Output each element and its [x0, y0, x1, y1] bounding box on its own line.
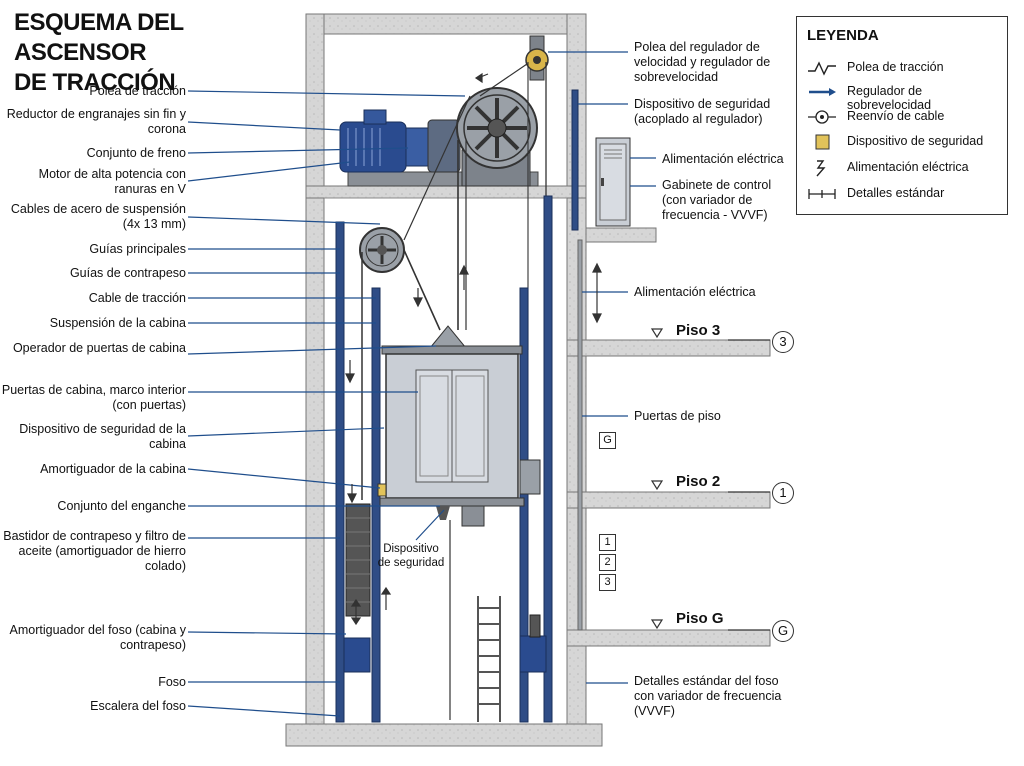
control-cabinet [595, 137, 631, 227]
legend-item-cable-deflector: Reenvío de cable [797, 106, 1009, 128]
direction-arrows [345, 72, 602, 626]
pit-wall-right [566, 645, 587, 725]
diagram-title: ESQUEMA DEL ASCENSOR DE TRACCIÓN [14, 8, 314, 98]
legend-label: Alimentación eléctrica [847, 160, 969, 174]
label-cabin-suspension: Suspensión de la cabina [49, 316, 186, 330]
lightning-icon [816, 160, 826, 177]
shaft-structure [285, 13, 771, 747]
label-door-operator: Operador de puertas de cabina [12, 341, 186, 355]
blue-arrow-icon [809, 88, 836, 96]
label-motor: Motor de alta potencia con ranuras en V [38, 167, 186, 196]
label-pit-details: Detalles estándar del foso con variador … [634, 674, 782, 718]
label-governor-sheave: Polea del regulador de velocidad y regul… [634, 40, 771, 84]
legend-label: Reenvío de cable [847, 109, 945, 123]
floor-2-slab [566, 491, 771, 509]
floor-g-label: Piso G [676, 610, 724, 627]
floor-2-badge: 1 [772, 482, 794, 504]
control-room-slab [585, 227, 657, 243]
legend-item-standard-details: Detalles estándar [797, 183, 1009, 205]
label-pit-ladder: Escalera del foso [90, 699, 186, 713]
legend-label: Detalles estándar [847, 186, 945, 200]
label-landing-doors: Puertas de piso [634, 409, 721, 423]
floor-2-label: Piso 2 [676, 473, 721, 490]
floor-indicator-2: 2 [599, 554, 616, 571]
label-control-cabinet: Gabinete de control (con variador de fre… [662, 178, 772, 222]
counterweight-rail-right [543, 195, 553, 723]
label-cabin-buffer: Amortiguador de la cabina [40, 462, 186, 476]
label-hitch-assembly: Conjunto del enganche [57, 499, 186, 513]
deflector-sheave-group [359, 95, 471, 500]
floor-g-slab [566, 629, 771, 647]
machine-group [339, 35, 549, 720]
legend-item-safety-device: Dispositivo de seguridad [797, 131, 1009, 153]
leader-lines-left [187, 90, 466, 717]
label-pit: Foso [158, 675, 186, 689]
pit-floor [285, 723, 603, 747]
label-power-supply-1: Alimentación eléctrica [662, 152, 784, 166]
floor-g-badge: G [772, 620, 794, 642]
label-power-supply-2: Alimentación eléctrica [634, 285, 756, 299]
shaft-top-slab [305, 13, 587, 35]
legend-label: Regulador de sobrevelocidad [847, 84, 932, 112]
label-brake-assembly: Conjunto de freno [86, 146, 186, 160]
title-line-1: ESQUEMA DEL ASCENSOR [14, 9, 184, 66]
zigzag-line-icon [808, 61, 836, 76]
floor-3-badge: 3 [772, 331, 794, 353]
floor-3-slab [566, 339, 771, 357]
car-rail-left [371, 287, 381, 723]
label-cabin-safety: Dispositivo de seguridad de la cabina [19, 422, 186, 451]
legend-item-power-supply: Alimentación eléctrica [797, 157, 1009, 179]
label-worm-gear-reducer: Reductor de engranajes sin fin y corona [6, 107, 186, 136]
title-line-2: DE TRACCIÓN [14, 69, 176, 96]
label-traction-sheave: Polea de tracción [89, 84, 186, 98]
label-counterweight-guides: Guías de contrapeso [69, 266, 186, 280]
label-pit-buffer: Amortiguador del foso (cabina y contrape… [9, 623, 186, 652]
floor-markers [650, 328, 770, 631]
label-suspension-cables: Cables de acero de suspensión (4x 13 mm) [10, 202, 186, 231]
label-counterweight-frame: Bastidor de contrapeso y filtro de aceit… [3, 529, 186, 573]
motor-body [339, 121, 407, 173]
label-main-guides: Guías principales [89, 242, 186, 256]
counterweight-rail-left [335, 221, 345, 723]
shaft-left-wall [305, 13, 325, 725]
elevator-cabin [377, 325, 541, 720]
brake-assembly [405, 127, 429, 167]
pit-ladder [477, 596, 501, 722]
dimension-line-icon [808, 189, 836, 199]
governor-rail [571, 89, 579, 231]
motor-terminal-box [363, 109, 387, 125]
legend-item-traction-sheave: Polea de tracción [797, 57, 1009, 79]
legend-label: Dispositivo de seguridad [847, 134, 984, 148]
floor-3-label: Piso 3 [676, 322, 721, 339]
yellow-square-icon [815, 134, 830, 150]
cabin-safety-device [519, 459, 541, 495]
leader-lines-right [415, 51, 656, 684]
floor-indicator-1: 1 [599, 534, 616, 551]
floor-indicator-g: G [599, 432, 616, 449]
label-governor-safety: Dispositivo de seguridad (acoplado al re… [634, 97, 771, 126]
gear-reducer [427, 119, 461, 173]
label-cabin-doors: Puertas de cabina, marco interior (con p… [1, 383, 186, 412]
counterweight-frame [343, 503, 547, 673]
legend-title: LEYENDA [807, 27, 879, 44]
legend-label: Polea de tracción [847, 60, 944, 74]
legend-item-overspeed-governor: Regulador de sobrevelocidad [797, 81, 1009, 112]
legend-box: LEYENDA Polea de tracción Regulador de s… [796, 16, 1008, 215]
label-center-safety-device: Dispositivo de seguridad [377, 543, 445, 569]
label-traction-cable: Cable de tracción [88, 291, 186, 305]
floor-indicator-3: 3 [599, 574, 616, 591]
sheave-circle-icon [808, 110, 836, 124]
